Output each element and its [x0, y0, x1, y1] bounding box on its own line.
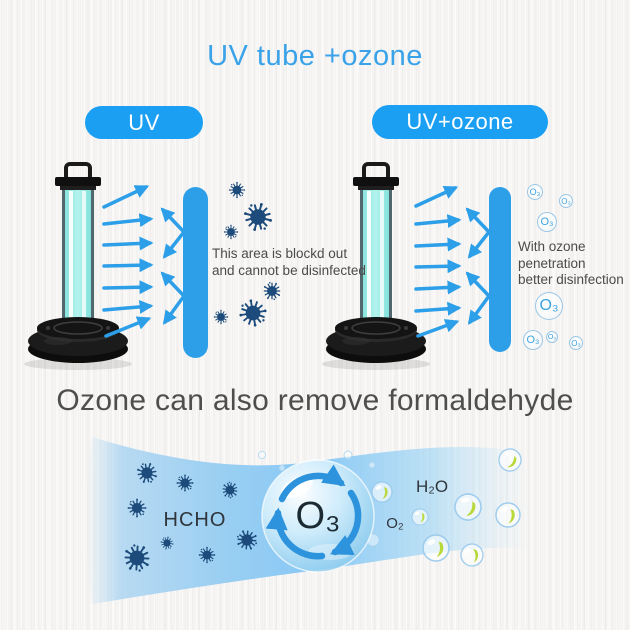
- caption-line: and cannot be disinfected: [212, 262, 366, 278]
- virus-icon: [236, 296, 270, 330]
- ozone-bubble: O₃: [527, 184, 543, 200]
- uv-pill-label: UV: [85, 106, 203, 139]
- lamp-shadow: [24, 358, 132, 370]
- lamp-shadow: [322, 358, 430, 370]
- hcho-label: HCHO: [163, 509, 227, 531]
- o2-label: O₂: [386, 515, 404, 532]
- bounce-arrow-icon: [465, 207, 491, 325]
- uv-pill-text: UV: [128, 109, 160, 135]
- clean-air-bubble-icon: [495, 502, 521, 528]
- virus-icon: [239, 198, 277, 236]
- section-heading: Ozone can also remove formaldehyde: [56, 384, 574, 417]
- caption-line: This area is blockd out: [212, 246, 348, 261]
- ozone-bubble: O₃: [559, 194, 573, 208]
- clean-air-bubble-icon: [411, 508, 429, 526]
- ozone-sphere: [261, 459, 375, 573]
- caption-line: With ozone: [518, 239, 586, 254]
- ozone-bubble: O₃: [546, 331, 558, 343]
- page-title: UV tube +ozone: [207, 40, 423, 72]
- h2o-label: H₂O: [415, 477, 449, 496]
- ozone-bubble: O₃: [537, 212, 557, 232]
- caption-line: better disinfection: [518, 272, 624, 287]
- caption-line: penetration: [518, 255, 586, 271]
- recycle-arrows-icon: [265, 464, 362, 560]
- uv-rays-arrows: [414, 186, 462, 338]
- clean-air-bubble-icon: [371, 481, 393, 503]
- virus-icon: [213, 309, 229, 325]
- virus-icon: [258, 277, 286, 305]
- virus-icon: [228, 181, 246, 199]
- right-panel-caption: With ozone penetration better disinfecti…: [518, 239, 624, 289]
- virus-icon: [223, 224, 239, 240]
- ozone-sphere-label: O₃: [295, 494, 341, 537]
- uv-rays-arrows: [102, 185, 154, 338]
- ozone-bubble: O₃: [523, 330, 543, 350]
- clean-air-bubble-icon: [422, 534, 450, 562]
- uv-ozone-pill-label: UV+ozone: [372, 105, 548, 139]
- ozone-bubble: O₃: [569, 336, 583, 350]
- uv-ozone-pill-text: UV+ozone: [406, 109, 514, 134]
- ozone-bubble: O₃: [535, 292, 563, 320]
- left-panel-caption: This area is blockd out and cannot be di…: [212, 246, 366, 279]
- barrier-bar: [183, 187, 208, 358]
- barrier-bar: [489, 187, 511, 352]
- bounce-arrow-icon: [160, 207, 186, 325]
